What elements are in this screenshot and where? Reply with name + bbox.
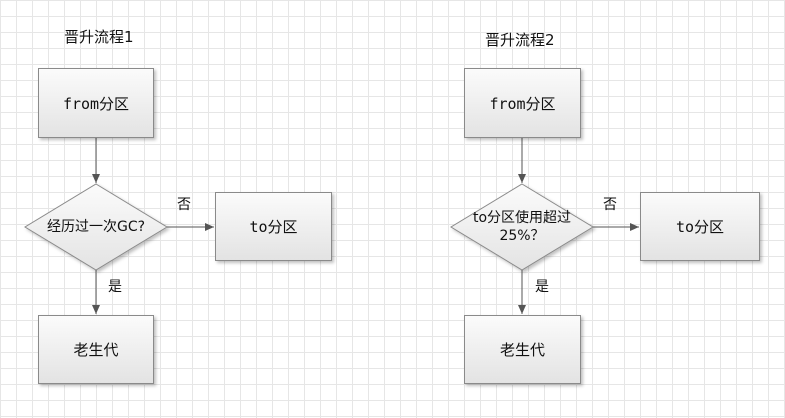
flow2-old-box: 老生代 bbox=[464, 315, 581, 384]
flow1-old-box: 老生代 bbox=[38, 315, 154, 384]
flow2-to-box-label: to分区 bbox=[675, 218, 725, 236]
flow2-to-box: to分区 bbox=[640, 192, 760, 261]
flow1-no-label: 否 bbox=[177, 197, 191, 213]
flow1-from-box: from分区 bbox=[38, 68, 154, 138]
flow2-from-box: from分区 bbox=[464, 68, 581, 138]
flow2-no-label: 否 bbox=[603, 197, 617, 213]
flow2-decision-label: to分区使用超过 25%？ bbox=[451, 209, 593, 245]
flow1-title: 晋升流程1 bbox=[64, 28, 134, 46]
flow1-yes-label: 是 bbox=[108, 279, 122, 295]
flow1-from-box-label: from分区 bbox=[62, 94, 130, 113]
flow2-from-box-label: from分区 bbox=[489, 94, 556, 113]
flow1-decision-label: 经历过一次GC? bbox=[46, 219, 146, 235]
flow1-to-box: to分区 bbox=[215, 192, 332, 261]
flow2-title: 晋升流程2 bbox=[485, 31, 555, 49]
flow2-yes-label: 是 bbox=[535, 279, 549, 295]
flow2-decision-line2: 25%？ bbox=[499, 228, 545, 244]
flow1-old-box-label: 老生代 bbox=[73, 341, 119, 359]
flow2-decision-line1: to分区使用超过 bbox=[472, 210, 572, 226]
flow2-old-box-label: 老生代 bbox=[499, 341, 545, 359]
flow1-to-box-label: to分区 bbox=[249, 218, 298, 236]
